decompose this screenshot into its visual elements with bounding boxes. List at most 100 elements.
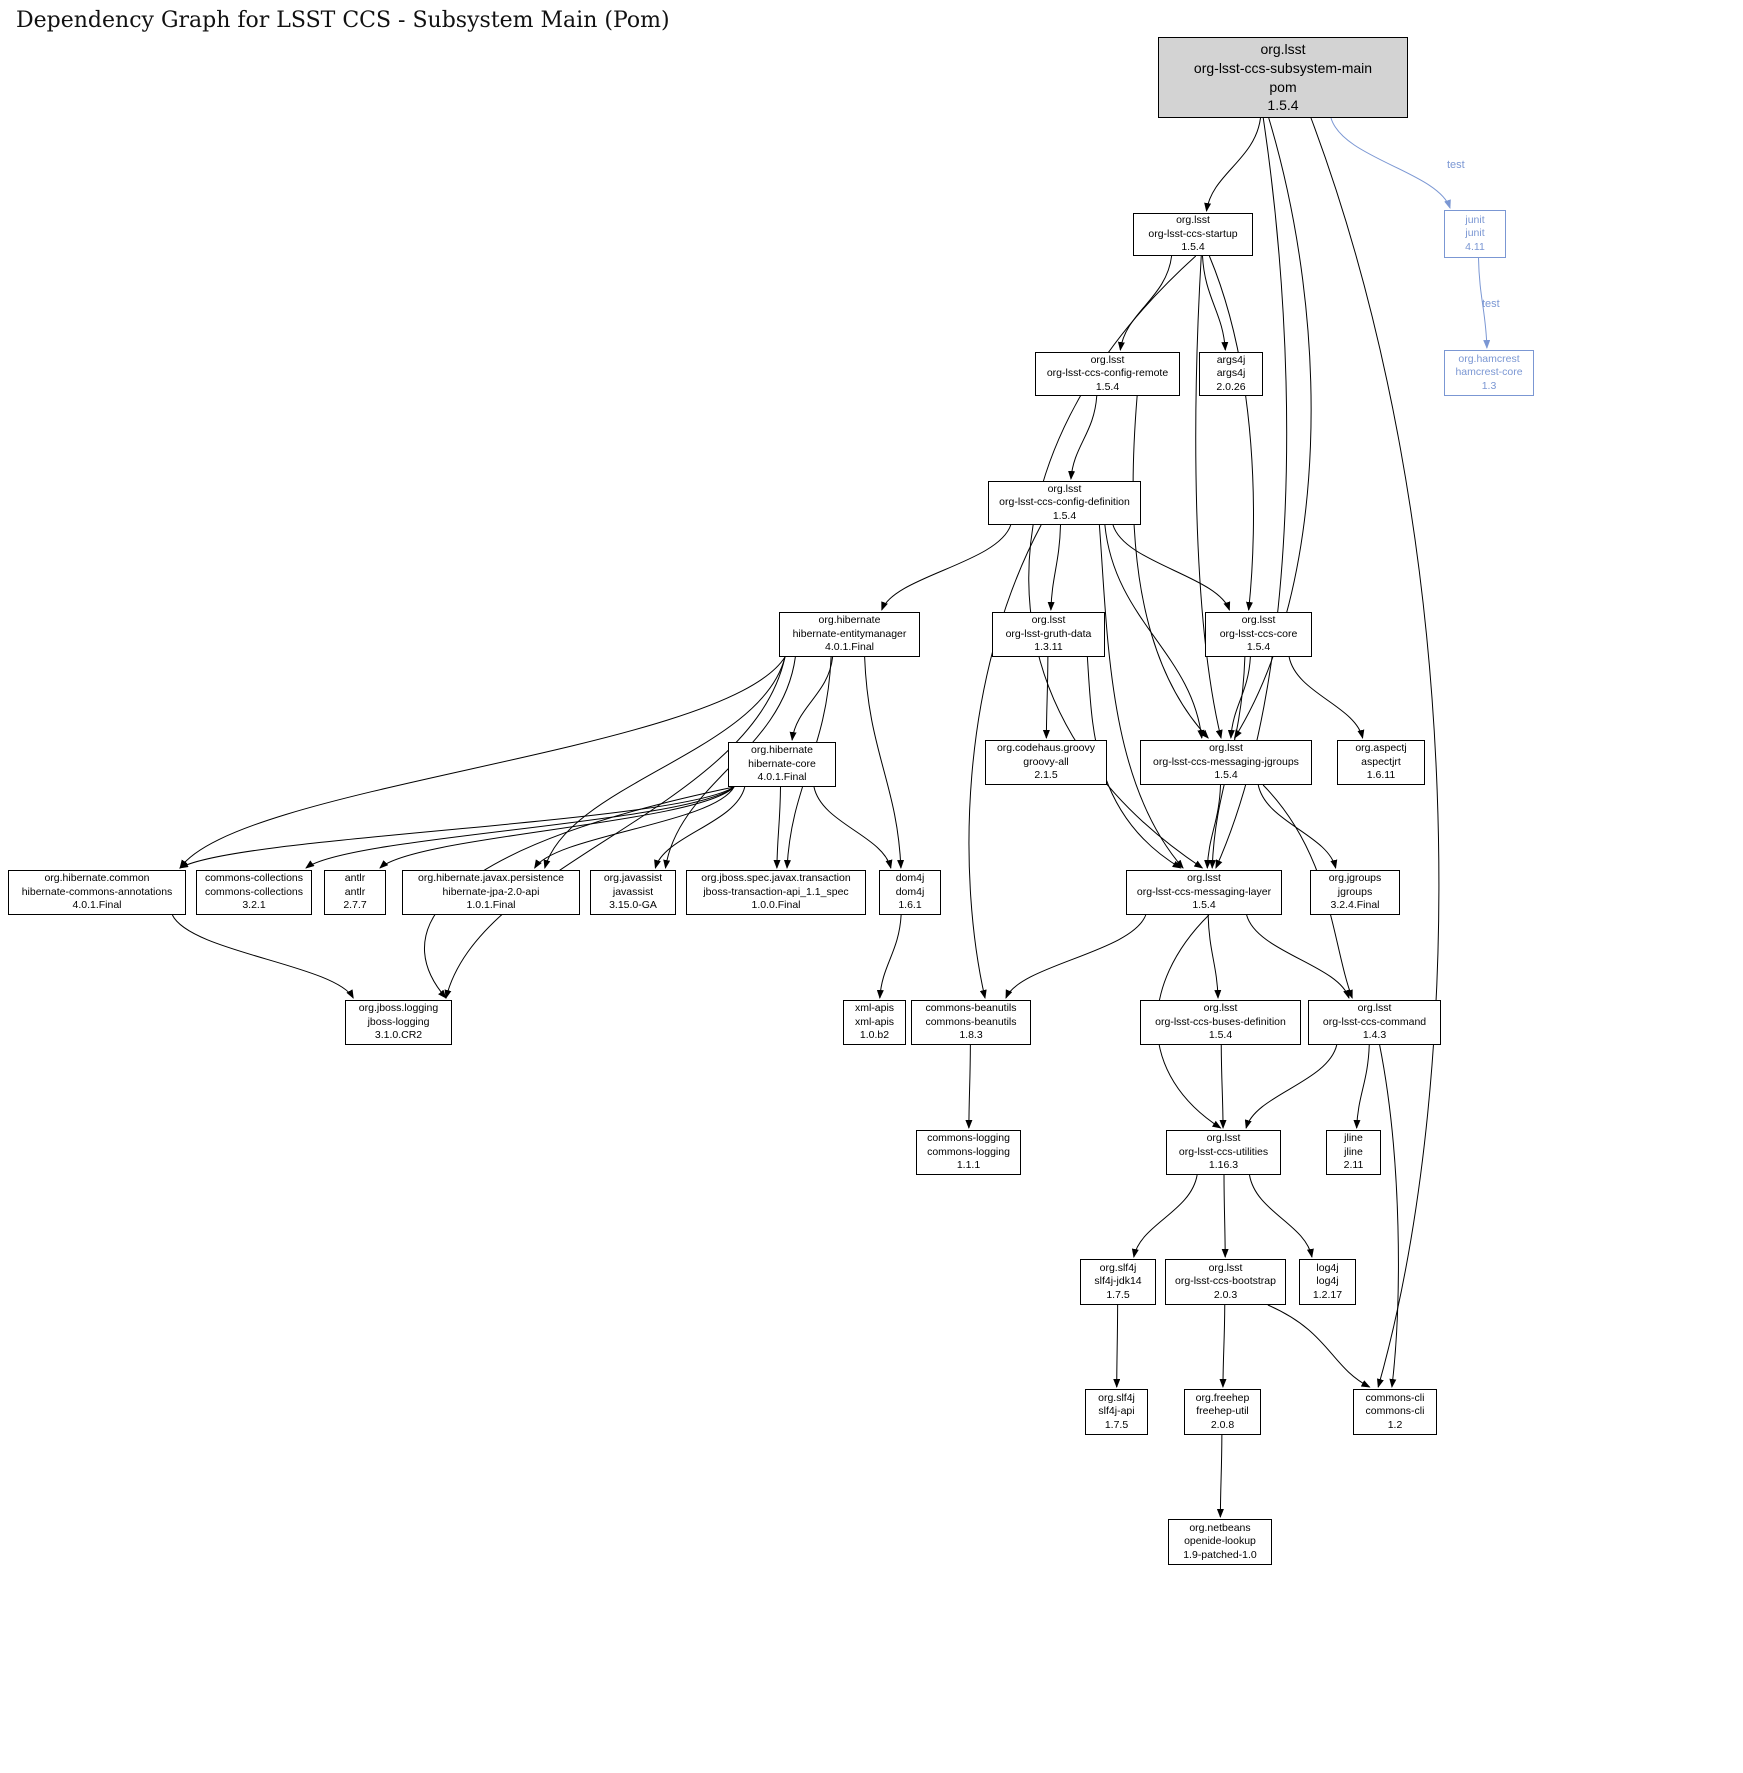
node-text-line: dom4j [895, 872, 925, 885]
node-text-line: dom4j [895, 885, 925, 898]
page-title: Dependency Graph for LSST CCS - Subsyste… [16, 8, 670, 33]
node-text-line: 2.0.8 [1210, 1418, 1235, 1431]
node-text-line: org.jboss.spec.javax.transaction [701, 872, 851, 885]
edge-ccs-config-definition-to-gruth-data [1047, 524, 1061, 611]
node-text-line: commons-logging [927, 1145, 1010, 1158]
edge-freehep-util-to-openide-lookup [1216, 1434, 1224, 1518]
node-text-line: 1.6.1 [898, 899, 922, 912]
node-text-line: org.hamcrest [1458, 352, 1520, 365]
edge-ccs-command-to-ccs-utilities [1244, 1044, 1338, 1129]
node-text-line: 3.2.4.Final [1330, 899, 1380, 912]
edge-ccs-startup-to-args4j [1202, 255, 1229, 351]
node-text-line: 2.1.5 [1034, 769, 1058, 782]
node-text-line: hibernate-entitymanager [792, 627, 907, 640]
edge-hibernate-core-to-hibernate-commons-annotations [179, 786, 735, 869]
node-text-line: org.lsst [1241, 614, 1276, 627]
edge-ccs-utilities-to-ccs-bootstrap [1221, 1174, 1229, 1258]
node-text-line: 1.3.11 [1034, 641, 1063, 654]
node-text-line: org.lsst [1209, 742, 1243, 755]
edge-hibernate-entitymanager-to-jboss-logging [444, 656, 786, 999]
edge-ccs-bootstrap-to-freehep-util [1219, 1304, 1227, 1388]
edge-label-test: test [1447, 159, 1465, 171]
node-text-line: 1.1.1 [956, 1159, 981, 1172]
edge-ccs-messaging-layer-to-ccs-command [1246, 914, 1350, 999]
edge-ccs-utilities-to-slf4j-jdk14 [1131, 1174, 1198, 1258]
node-text-line: args4j [1216, 367, 1246, 380]
edge-ccs-config-definition-to-hibernate-entitymanager [881, 524, 1012, 611]
edge-ccs-messaging-jgroups-to-jgroups [1257, 784, 1338, 869]
node-text-line: xml-apis [854, 1015, 895, 1028]
node-text-line: 1.5.4 [1208, 1029, 1233, 1042]
node-text-line: org.freehep [1195, 1391, 1250, 1404]
node-text-line: org.lsst [1031, 614, 1066, 627]
node-text-line: javassist [612, 885, 654, 898]
node-text-line: aspectjrt [1361, 755, 1401, 768]
node-text-line: openide-lookup [1184, 1535, 1256, 1548]
node-text-line: 1.5.4 [1267, 97, 1299, 114]
node-text-line: jboss-transaction-api_1.1_spec [703, 885, 849, 898]
edge-hibernate-core-to-antlr [379, 786, 735, 869]
edge-ccs-core-to-ccs-messaging-jgroups [1227, 656, 1251, 739]
edge-hibernate-core-to-hibernate-jpa-api [534, 786, 735, 869]
edge-hibernate-core-to-javassist [654, 786, 746, 869]
node-text-line: org.codehaus.groovy [996, 742, 1096, 755]
node-text-line: org.lsst [1176, 214, 1210, 227]
node-text-line: org.lsst [1090, 353, 1125, 366]
edge-hibernate-core-to-commons-collections [305, 786, 735, 869]
node-text-line: groovy-all [1023, 755, 1069, 768]
node-text-line: 3.1.0.CR2 [374, 1029, 423, 1042]
edge-ccs-startup-to-ccs-core [1208, 255, 1254, 611]
edge-ccs-buses-definition-to-ccs-utilities [1219, 1044, 1227, 1129]
node-text-line: org-lsst-ccs-config-remote [1046, 367, 1169, 380]
node-text-line: 1.5.4 [1214, 769, 1238, 782]
edge-ccs-messaging-layer-to-ccs-buses-definition [1207, 914, 1222, 999]
node-text-line: junit [1465, 227, 1485, 240]
node-text-line: 1.0.0.Final [751, 899, 801, 912]
node-text-line: jboss-logging [367, 1015, 430, 1028]
node-text-line: 1.7.5 [1104, 1418, 1129, 1431]
node-text-line: antlr [344, 885, 366, 898]
edge-ccs-command-to-commons-cli [1379, 1044, 1399, 1388]
edge-gruth-data-to-groovy-all [1042, 656, 1050, 739]
edge-ccs-config-definition-to-ccs-messaging-layer [1098, 524, 1184, 869]
node-text-line: log4j [1316, 1261, 1339, 1274]
node-text-line: 2.0.26 [1216, 380, 1246, 393]
node-text-line: jline [1344, 1132, 1363, 1145]
edge-ccs-config-definition-to-commons-beanutils [968, 524, 1042, 999]
node-text-line: org-lsst-ccs-messaging-layer [1136, 885, 1272, 898]
node-text-line: org.hibernate.javax.persistence [418, 872, 564, 885]
edge-ccs-startup-to-ccs-messaging-jgroups [1195, 255, 1223, 739]
node-text-line: slf4j-api [1098, 1405, 1135, 1418]
edge-hibernate-core-to-jboss-transaction-api [773, 786, 781, 869]
edge-hibernate-entitymanager-to-dom4j [864, 656, 905, 869]
node-text-line: org-lsst-ccs-subsystem-main [1193, 59, 1373, 76]
node-text-line: org-lsst-gruth-data [1005, 627, 1092, 640]
edge-ccs-messaging-layer-to-commons-beanutils [1005, 914, 1147, 999]
edge-ccs-config-remote-to-ccs-messaging-jgroups [1132, 395, 1209, 739]
node-text-line: freehep-util [1196, 1405, 1249, 1418]
edge-subsystem-main-to-commons-cli [1310, 117, 1440, 1388]
node-text-line: 1.9-patched-1.0 [1183, 1548, 1257, 1561]
node-text-line: org.lsst [1260, 40, 1306, 57]
edge-hibernate-core-to-dom4j [813, 786, 893, 869]
